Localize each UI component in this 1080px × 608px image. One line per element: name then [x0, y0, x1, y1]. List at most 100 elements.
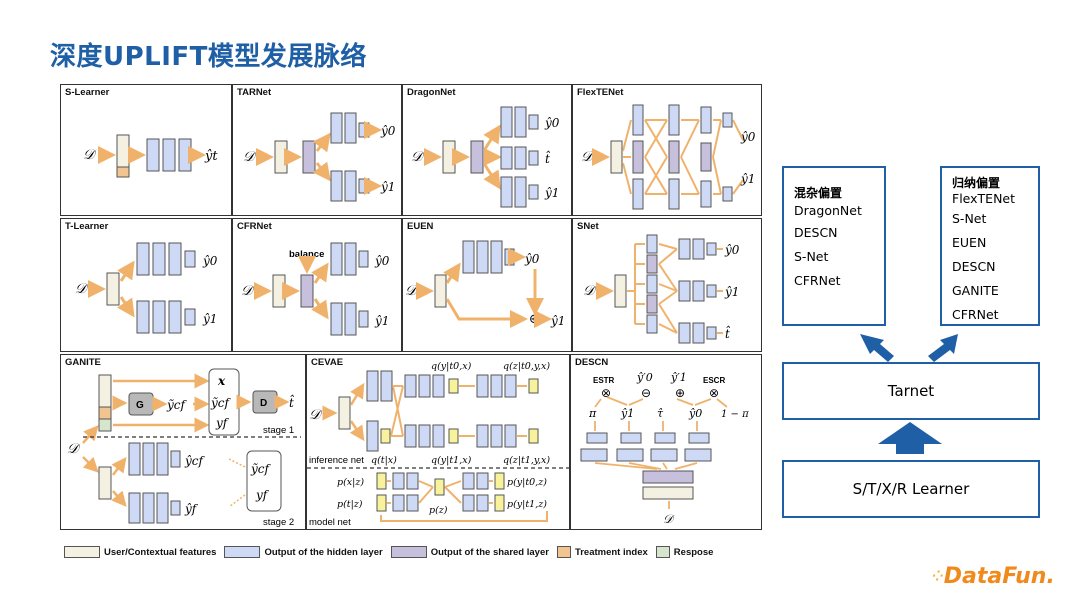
user-feature-block: [272, 274, 286, 308]
hidden-block: [668, 178, 680, 210]
arrow: [311, 262, 329, 284]
logo-dots-icon: ⁘: [932, 569, 944, 585]
hidden-block: [700, 106, 712, 134]
p-t-z-label: p(t|z): [337, 499, 363, 510]
legend-label: Output of the hidden layer: [264, 546, 383, 558]
hidden-block: [528, 114, 539, 130]
hidden-block: [688, 432, 710, 444]
hidden-block: [706, 326, 717, 340]
shared-block: [300, 274, 314, 308]
hidden-block: [366, 370, 379, 402]
y1-label: ŷ1: [202, 312, 217, 326]
shared-block: [700, 142, 712, 172]
arrow: [311, 298, 329, 320]
hidden-block: [170, 450, 181, 468]
hidden-block: [170, 500, 181, 516]
d-symbol: 𝒟: [581, 149, 595, 165]
flextenet-graphic: 𝒟 ŷ0 ŷ1: [581, 104, 756, 210]
hidden-block: [358, 250, 369, 268]
logo-text: DataFun.: [943, 564, 1055, 589]
arrow: [443, 262, 461, 284]
panel-title: S-Learner: [65, 87, 110, 98]
hidden-block: [692, 238, 705, 260]
arrow: [349, 382, 365, 406]
treatment-block: [98, 406, 112, 420]
hidden-block: [692, 322, 705, 344]
balance-label: balance: [289, 249, 324, 260]
confounding-bias-box: 混杂偏置 DragonNet DESCN S-Net CFRNet: [782, 166, 886, 326]
y1-label: ŷ1: [740, 172, 755, 186]
s-learner-graphic: 𝒟 ŷt: [83, 134, 218, 178]
hidden-block: [136, 300, 150, 334]
t-learner-graphic: 𝒟 ŷ0 ŷ1: [75, 242, 218, 334]
d-symbol: 𝒟: [67, 441, 81, 457]
hidden-block: [184, 250, 196, 268]
panel-cfrnet: CFRNet 𝒟 balance ŷ0 ŷ1: [232, 218, 402, 352]
user-feature-block: [116, 134, 130, 168]
treatment-block: [116, 166, 130, 178]
user-feature-block: [642, 486, 694, 500]
d-symbol: 𝒟: [243, 149, 257, 165]
hidden-block: [692, 280, 705, 302]
hidden-block: [344, 112, 357, 144]
discriminator-label: D: [260, 398, 267, 409]
hidden-block: [462, 472, 475, 490]
hidden-block: [152, 300, 166, 334]
hidden-block: [678, 322, 691, 344]
hidden-block: [722, 186, 733, 202]
arrow: [82, 456, 99, 473]
ycf-hat-label: ŷcf: [184, 454, 206, 468]
t-hat-label: t̂: [289, 393, 295, 410]
combine-arrows: [594, 396, 728, 408]
hidden-block: [646, 314, 658, 334]
d-symbol: 𝒟: [411, 149, 425, 165]
legend-swatch-response: [655, 546, 670, 558]
y0-label: ŷ0: [688, 407, 702, 420]
hidden-block: [358, 310, 369, 328]
t-hat-label: t̂: [725, 324, 731, 341]
panel-cevae: CEVAE q(y|t0,x) q(z|t0,y,x) 𝒟: [306, 354, 570, 530]
hidden-block: [722, 112, 733, 128]
hidden-block: [380, 370, 393, 402]
yf-label: yf: [255, 488, 270, 502]
p-y-t1-z-label: p(y|t1,z): [507, 499, 547, 510]
hidden-block: [162, 138, 176, 172]
user-feature-block: [274, 140, 288, 174]
hidden-block: [514, 106, 527, 138]
arrow: [111, 490, 127, 507]
y1-label: ŷ1: [724, 285, 739, 299]
arrow-up-left-icon: [860, 334, 894, 362]
stack-box: [246, 450, 282, 512]
legend-item: Respose: [655, 546, 714, 558]
hidden-block: [700, 180, 712, 208]
hidden-block: [156, 442, 169, 476]
d-symbol: 𝒟: [75, 281, 89, 297]
legend-item: Output of the hidden layer: [224, 546, 383, 558]
oplus-symbol: ⊕: [529, 312, 540, 327]
shared-block: [668, 140, 680, 174]
yellow-block: [434, 478, 445, 496]
list-item: FlexTENet: [952, 191, 1016, 206]
hidden-block: [706, 242, 717, 256]
hidden-block: [706, 284, 717, 298]
hidden-block: [392, 472, 405, 490]
yf-hat-label: ŷf: [184, 502, 199, 516]
arrow: [312, 161, 331, 182]
shared-block: [642, 470, 694, 484]
one-minus-pi-label: 1 − π: [721, 409, 749, 420]
legend-label: Respose: [673, 546, 714, 558]
legend-item: User/Contextual features: [64, 546, 216, 558]
arrow-up-icon: [878, 422, 942, 454]
cross-connections: [622, 119, 744, 195]
model-diagram-figure: S-Learner 𝒟 ŷt TARNet 𝒟: [58, 80, 764, 564]
learner-label: S/T/X/R Learner: [852, 480, 970, 498]
q-t-x-label: q(t|x): [371, 455, 397, 466]
hidden-block: [358, 122, 370, 138]
generator-label: G: [136, 400, 144, 411]
ominus-symbol: ⊖: [641, 386, 651, 400]
user-feature-block: [106, 272, 120, 306]
hidden-block: [514, 146, 527, 170]
hidden-block: [330, 170, 343, 202]
panel-title: FlexTENet: [577, 87, 624, 98]
shared-block: [632, 140, 644, 174]
